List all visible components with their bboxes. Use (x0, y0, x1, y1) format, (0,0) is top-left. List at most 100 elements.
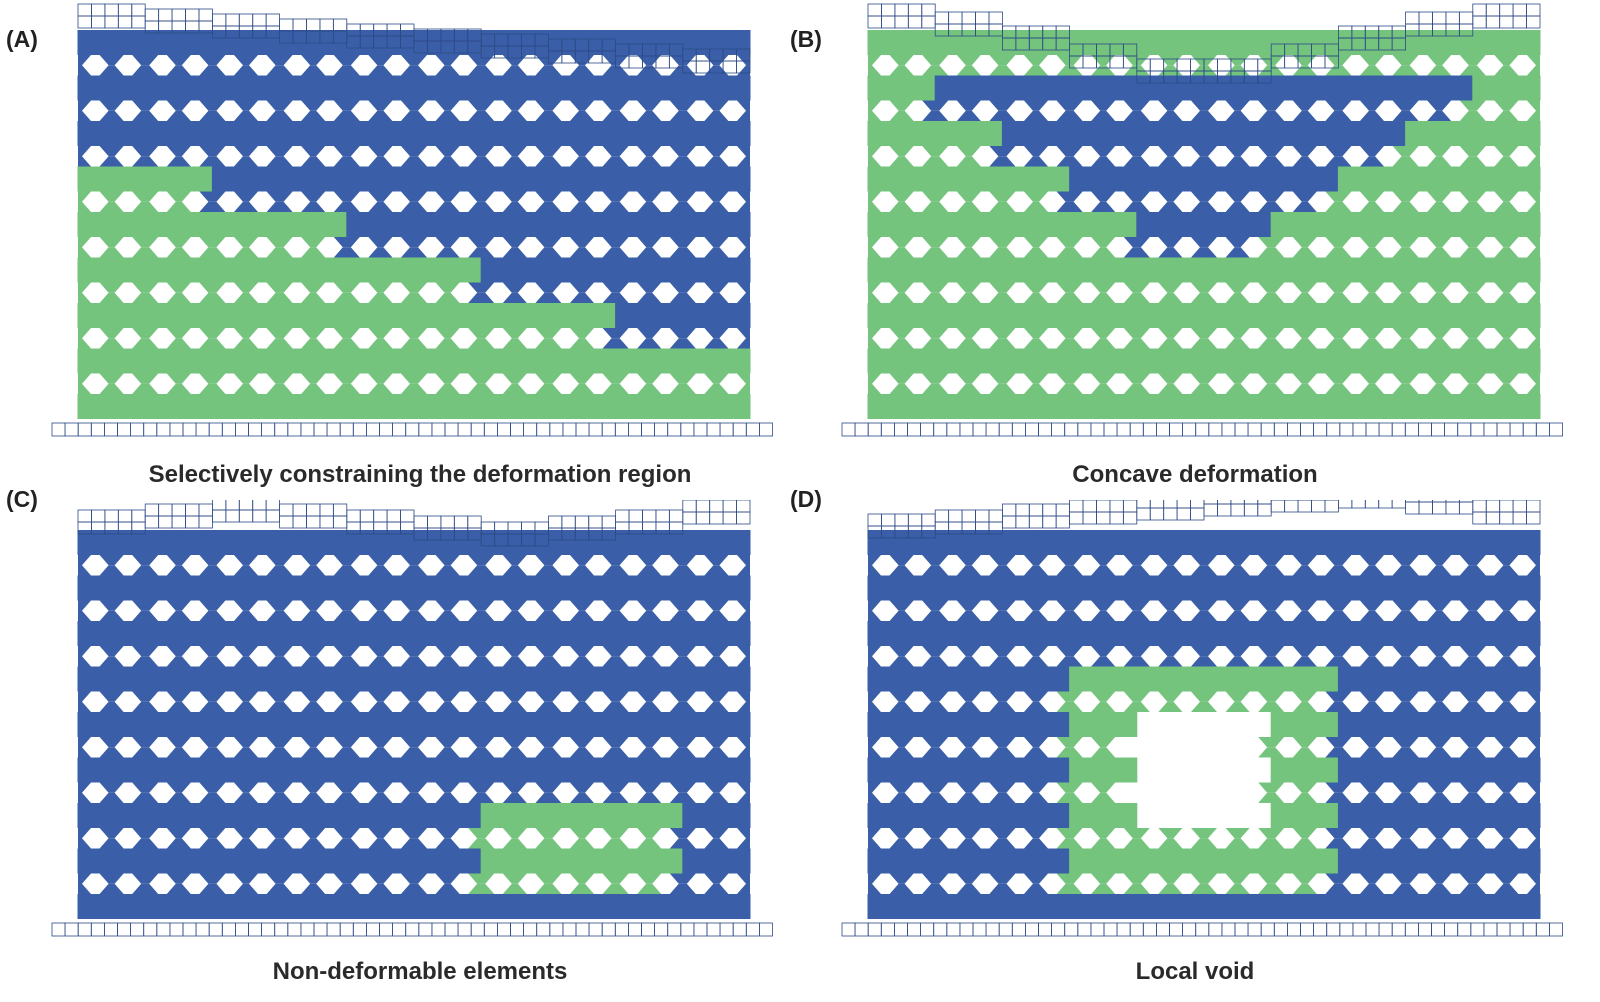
hourglass-strut (535, 100, 562, 111)
hourglass-strut (401, 237, 427, 248)
hourglass-strut (333, 338, 360, 349)
hourglass-strut (1427, 383, 1452, 394)
hourglass-strut (301, 201, 326, 212)
hourglass-strut (234, 792, 258, 803)
lattice-band (1337, 394, 1407, 419)
hourglass-strut (1292, 191, 1317, 202)
hourglass-strut (1191, 383, 1217, 394)
hourglass-strut (132, 373, 159, 384)
hourglass-strut (737, 373, 750, 394)
hourglass-strut (435, 110, 460, 121)
hourglass-strut (234, 555, 258, 566)
lattice-band (1472, 757, 1541, 783)
lattice-band (1136, 30, 1205, 55)
hourglass-strut (333, 247, 360, 258)
lattice-band (144, 803, 213, 828)
hourglass-strut (922, 338, 949, 349)
hourglass-strut (468, 383, 495, 394)
hourglass-strut (1427, 873, 1452, 884)
hourglass-strut (1225, 828, 1250, 839)
lattice-band (346, 712, 415, 737)
hourglass-strut (401, 656, 427, 667)
lattice-band (77, 166, 146, 192)
hourglass-strut (1427, 247, 1452, 258)
hourglass-strut (234, 146, 258, 157)
hourglass-strut (333, 191, 360, 202)
hourglass-strut (234, 747, 258, 758)
hourglass-strut (401, 282, 427, 293)
hourglass-strut (1459, 691, 1486, 702)
hourglass-strut (1360, 838, 1384, 849)
hourglass-strut (502, 555, 527, 566)
hourglass-strut (1123, 110, 1150, 121)
hourglass-strut (132, 565, 159, 576)
hourglass-strut (1494, 191, 1519, 202)
hourglass-strut (1325, 646, 1352, 657)
hourglass-strut (922, 838, 949, 849)
hourglass-strut (1527, 873, 1540, 894)
lattice-band (211, 166, 281, 192)
hourglass-strut (199, 110, 226, 121)
lattice-band (1001, 894, 1071, 919)
lattice-band (1337, 575, 1407, 601)
hourglass-strut (889, 65, 914, 76)
hourglass-strut (989, 237, 1016, 248)
hourglass-strut (502, 782, 527, 793)
hourglass-strut (737, 237, 750, 258)
hourglass-strut (1056, 146, 1083, 157)
hourglass-strut (1056, 873, 1083, 884)
hourglass-strut (99, 156, 124, 167)
lattice-band (1405, 348, 1474, 374)
hourglass-strut (266, 100, 293, 111)
hourglass-strut (502, 383, 527, 394)
hourglass-strut (570, 610, 594, 621)
hourglass-strut (132, 201, 159, 212)
hourglass-strut (1056, 737, 1083, 748)
hourglass-strut (1056, 600, 1083, 611)
hourglass-strut (99, 328, 124, 339)
hourglass-strut (1024, 65, 1048, 76)
hourglass-strut (704, 782, 729, 793)
hourglass-strut (704, 691, 729, 702)
hourglass-strut (166, 55, 191, 66)
hourglass-strut (333, 565, 360, 576)
lattice-band (413, 166, 482, 192)
lattice-band (346, 212, 415, 237)
hourglass-strut (1292, 328, 1317, 339)
hourglass-strut (922, 555, 949, 566)
hourglass-strut (704, 201, 729, 212)
lattice-band (1405, 621, 1474, 646)
hourglass-strut (1056, 792, 1083, 803)
hourglass-strut (1292, 610, 1317, 621)
lattice-band (1472, 30, 1541, 55)
lattice-band (1203, 348, 1272, 374)
lattice-band (279, 894, 348, 919)
lattice-band (144, 575, 213, 601)
hourglass-strut (1292, 600, 1317, 611)
lattice-band (682, 575, 751, 601)
hourglass-strut (1360, 600, 1384, 611)
hourglass-strut (570, 873, 594, 884)
hourglass-strut (1258, 873, 1285, 884)
hourglass-strut (704, 65, 729, 76)
lattice-band (1405, 530, 1474, 555)
hourglass-strut (602, 156, 629, 167)
hourglass-strut (1392, 156, 1419, 167)
hourglass-strut (368, 247, 393, 258)
lattice-band (867, 121, 936, 146)
hourglass-strut (234, 55, 258, 66)
lattice-band (1203, 212, 1272, 237)
hourglass-strut (132, 156, 159, 167)
lattice-band (1069, 666, 1138, 692)
hourglass-strut (1494, 338, 1519, 349)
hourglass-strut (333, 373, 360, 384)
hourglass-strut (1325, 782, 1352, 793)
hourglass-strut (1024, 146, 1048, 157)
hourglass-strut (1325, 146, 1352, 157)
hourglass-strut (989, 156, 1016, 167)
hourglass-strut (535, 828, 562, 839)
lattice-band (1270, 530, 1339, 555)
hourglass-strut (1191, 883, 1217, 894)
hourglass-strut (1360, 100, 1384, 111)
lattice-band (547, 757, 617, 783)
